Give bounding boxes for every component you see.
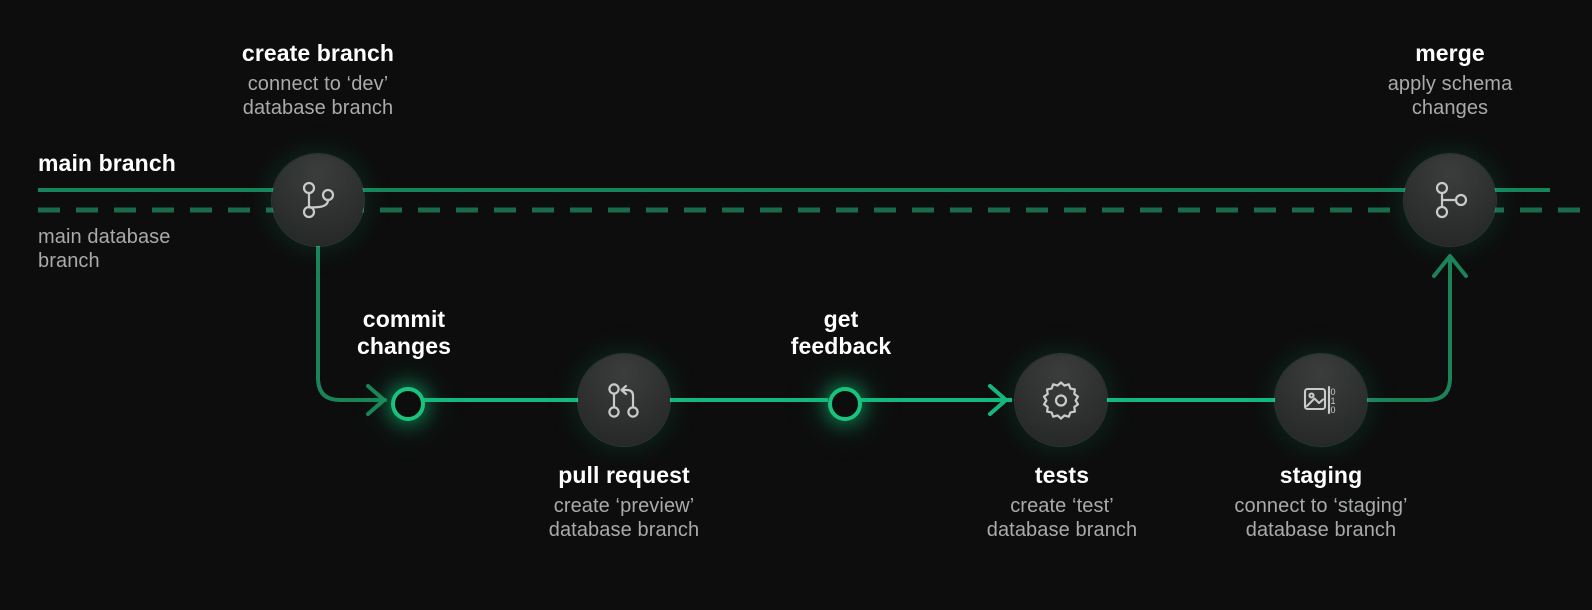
staging-to-merge-path xyxy=(1364,256,1452,402)
image-binary-icon: 0 1 0 xyxy=(1298,377,1344,423)
node-get-feedback[interactable] xyxy=(828,387,862,421)
git-merge-icon xyxy=(1427,177,1473,223)
svg-text:0: 0 xyxy=(1330,405,1335,415)
node-commit-changes[interactable] xyxy=(391,387,425,421)
arrowhead-into-tests xyxy=(988,384,1008,416)
svg-text:0: 0 xyxy=(1330,387,1335,397)
node-pull-request[interactable] xyxy=(578,354,670,446)
gear-icon xyxy=(1038,377,1084,423)
node-tests[interactable] xyxy=(1015,354,1107,446)
arrowhead-into-merge xyxy=(1432,254,1468,278)
git-pull-request-icon xyxy=(601,377,647,423)
node-staging[interactable]: 0 1 0 xyxy=(1275,354,1367,446)
svg-text:1: 1 xyxy=(1330,396,1335,406)
create-branch-to-commit-path xyxy=(316,241,387,402)
node-create-branch[interactable] xyxy=(272,154,364,246)
node-merge[interactable] xyxy=(1404,154,1496,246)
arrowhead-into-commit xyxy=(366,384,386,416)
git-branch-icon xyxy=(295,177,341,223)
